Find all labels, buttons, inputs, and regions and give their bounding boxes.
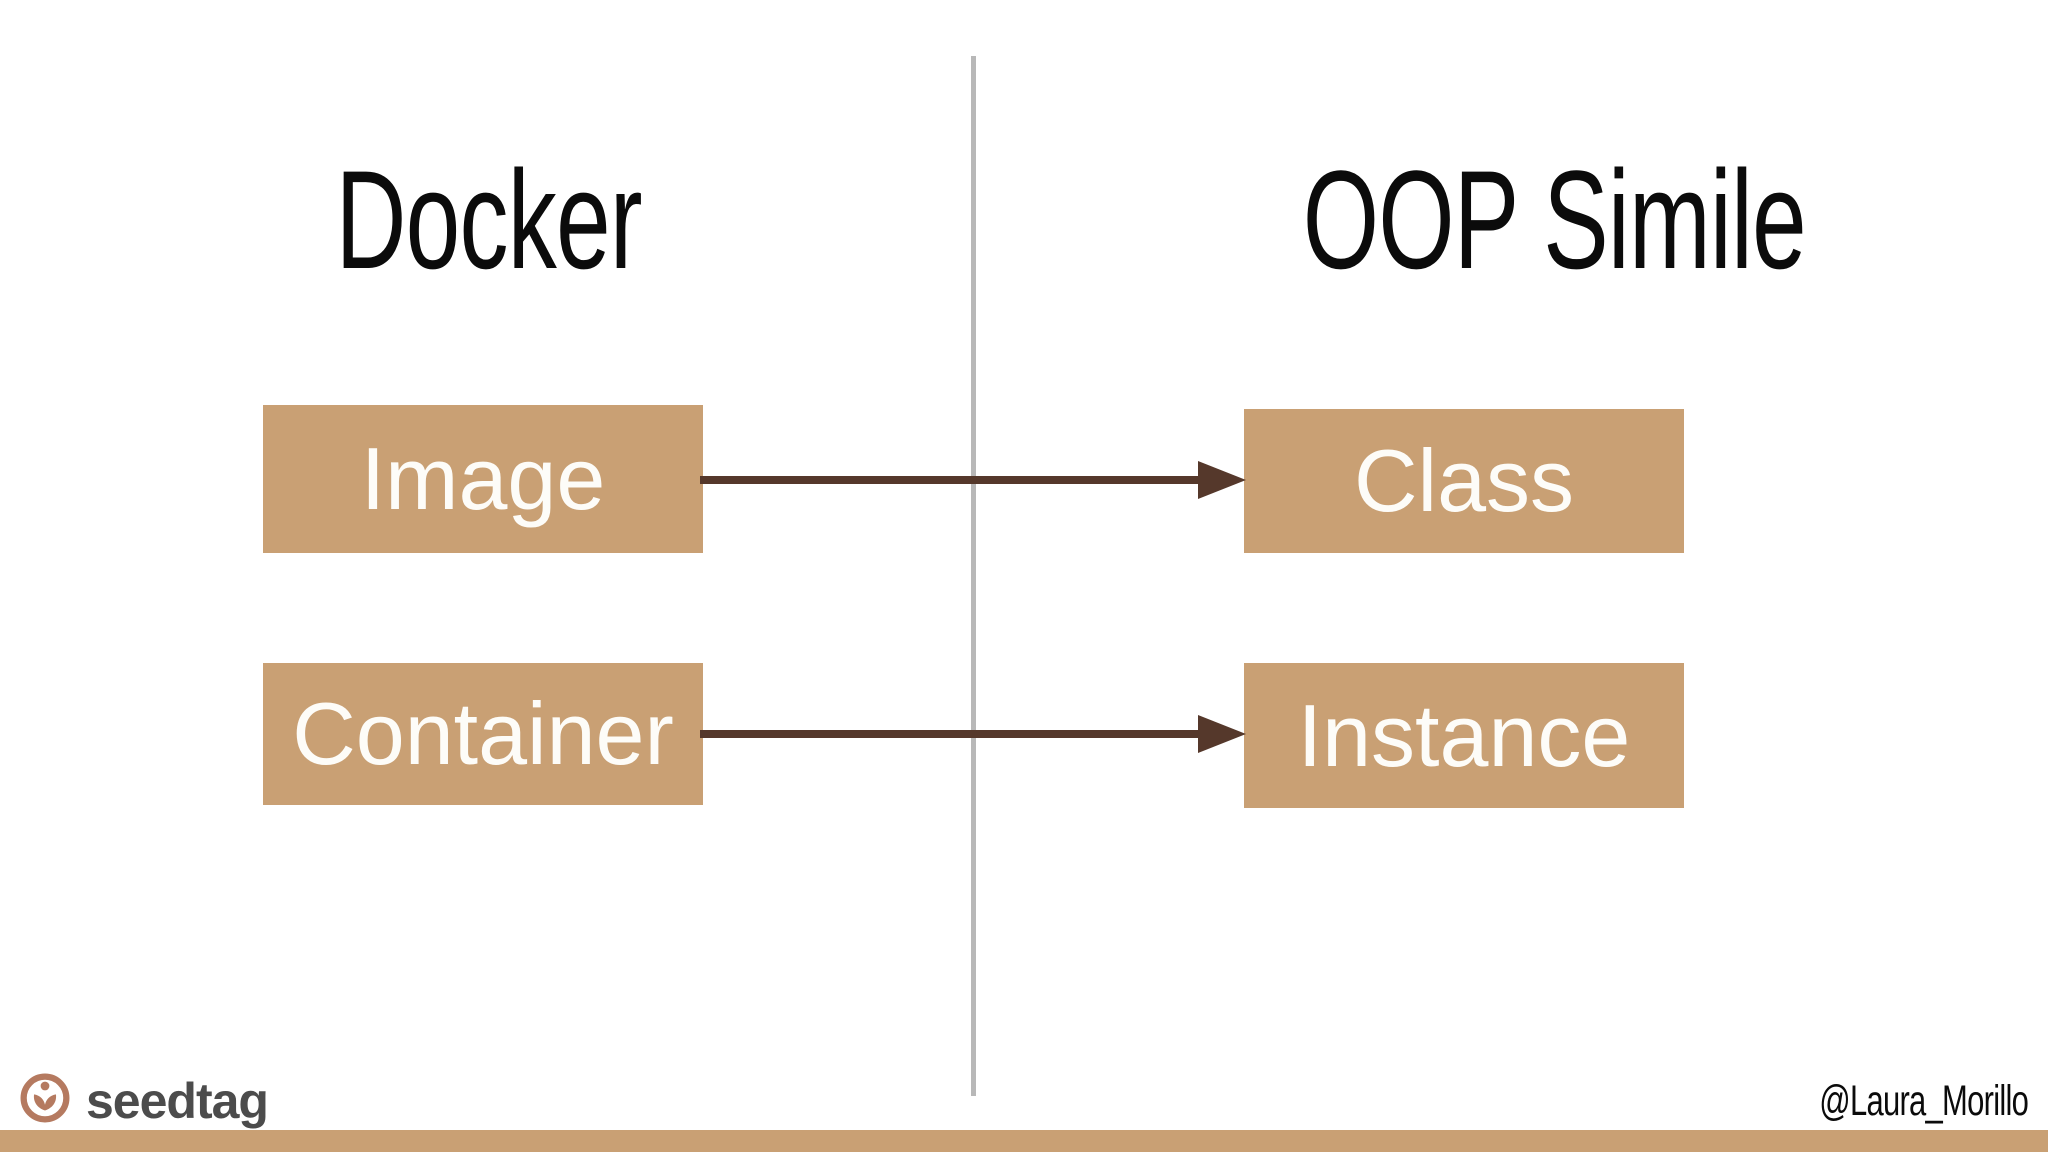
- oop-class-box: Class: [1244, 409, 1684, 553]
- docker-container-label: Container: [292, 684, 674, 783]
- seedtag-logo-icon: [20, 1073, 70, 1123]
- docker-container-box: Container: [263, 663, 703, 805]
- author-twitter-handle-text: @Laura_Morillo: [1819, 1077, 2029, 1125]
- seedtag-wordmark: seedtag: [86, 1073, 269, 1129]
- docker-image-box: Image: [263, 405, 703, 553]
- oop-instance-box: Instance: [1244, 663, 1684, 808]
- column-divider-line: [971, 56, 976, 1096]
- right-column-title-text: OOP Simile: [1302, 141, 1807, 298]
- oop-instance-label: Instance: [1297, 685, 1631, 785]
- oop-class-label: Class: [1353, 431, 1575, 530]
- right-column-title: OOP Simile: [1195, 150, 1807, 290]
- arrow-container-to-instance-icon: [700, 715, 1246, 753]
- footer-accent-bar: [0, 1130, 2048, 1152]
- docker-image-label: Image: [360, 429, 606, 528]
- left-column-title: Docker: [189, 150, 789, 290]
- arrow-image-to-class-icon: [700, 461, 1246, 499]
- left-column-title-text: Docker: [335, 141, 643, 298]
- author-twitter-handle: @Laura_Morillo: [1738, 1077, 2029, 1125]
